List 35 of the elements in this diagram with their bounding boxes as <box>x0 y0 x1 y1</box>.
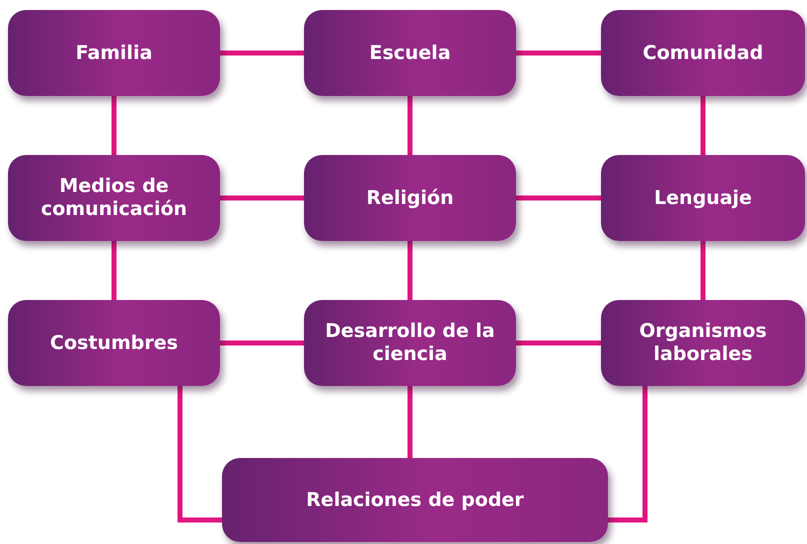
connector-line <box>608 386 648 522</box>
concept-box <box>601 10 805 96</box>
box-label: Costumbres <box>50 332 178 354</box>
connector-line <box>408 386 412 458</box>
connector-line <box>112 241 116 300</box>
connector-line <box>516 196 601 200</box>
box-label: Lenguaje <box>654 186 752 210</box>
concept-box <box>304 155 516 241</box>
connector-line <box>220 50 304 56</box>
concept-box <box>8 10 220 96</box>
concept-box <box>8 300 220 386</box>
box-label: Organismos laborales <box>638 320 768 366</box>
box-label: Religión <box>366 186 454 210</box>
concept-box <box>601 155 805 241</box>
connector-line <box>112 96 116 155</box>
box-label: Comunidad <box>642 42 764 64</box>
box-label: Familia <box>76 42 152 64</box>
box-label: Escuela <box>369 42 451 64</box>
connector-line <box>220 340 304 346</box>
box-label: Relaciones de poder <box>306 488 524 512</box>
concept-box <box>304 300 516 386</box>
concept-box <box>601 300 805 386</box>
connector-line <box>700 241 706 300</box>
connector-line <box>516 50 601 56</box>
connector-line <box>220 196 304 200</box>
concept-box <box>304 10 516 96</box>
concept-box <box>8 155 220 241</box>
concept-box <box>222 458 608 542</box>
connector-line <box>700 96 706 155</box>
box-label: Medios de comunicación <box>40 175 188 221</box>
connector-line <box>408 241 412 300</box>
box-label: Desarrollo de la ciencia <box>324 320 496 366</box>
connector-line <box>408 96 412 155</box>
connector-line <box>178 386 222 522</box>
connector-line <box>516 340 601 346</box>
